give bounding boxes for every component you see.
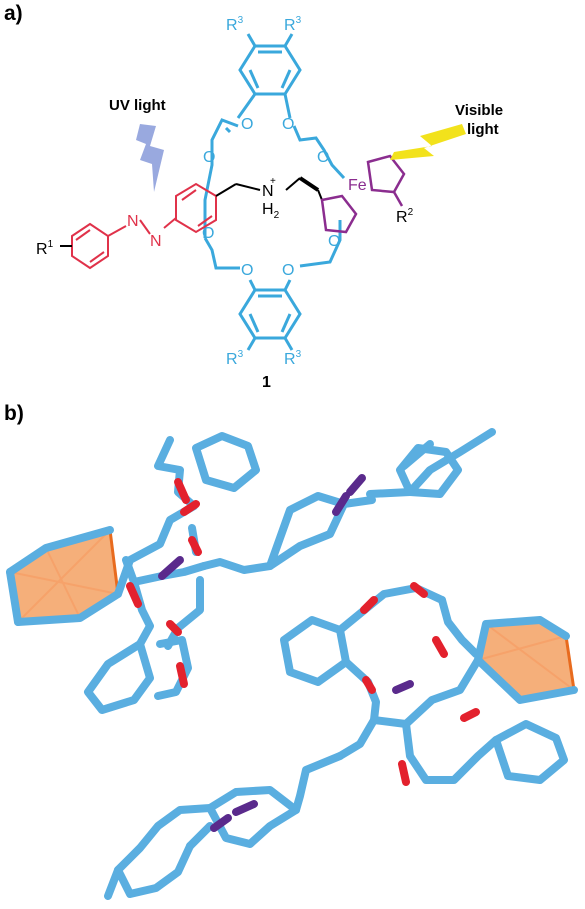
- chemical-structure-diagram: R3 R3 O O O O O O O O: [36, 15, 503, 391]
- svg-text:R3: R3: [226, 15, 244, 34]
- crystal-structure-render: [6, 428, 578, 900]
- uv-bolt-icon: [136, 124, 164, 192]
- left-molecule-heteroatoms: [126, 474, 366, 688]
- oxygen-bottom-left: O: [241, 262, 253, 279]
- r3-bottom-right-sup: 3: [296, 349, 302, 360]
- r2-label: R2: [396, 207, 414, 226]
- right-molecule-heteroatoms: [210, 582, 480, 832]
- oxygen-bottom-right: O: [282, 262, 294, 279]
- compound-number: 1: [262, 374, 271, 391]
- uv-light-label: UV light: [109, 97, 166, 114]
- r3-bottom-left: R: [226, 351, 238, 368]
- iron-cage-left: [6, 526, 122, 626]
- r3-top-left: R: [226, 17, 238, 34]
- oxygen-top-left: O: [241, 116, 253, 133]
- iron-cage-right: [474, 616, 578, 704]
- r3-top-right-sup: 3: [296, 15, 302, 26]
- top-r3-labels: R3 R3: [226, 15, 302, 34]
- svg-text:R3: R3: [284, 15, 302, 34]
- ammonium-h: H2: [262, 201, 280, 221]
- bottom-crown-chain: [203, 220, 342, 270]
- r1-label: R1: [36, 239, 54, 258]
- panel-label-a: a): [4, 2, 23, 25]
- azo-n2: N: [150, 233, 162, 250]
- ammonium-linker: [215, 176, 323, 201]
- r3-bottom-right: R: [284, 351, 296, 368]
- svg-text:R3: R3: [284, 349, 302, 368]
- oxygen-left-upper: O: [203, 149, 215, 166]
- visible-light-label-line1: Visible: [455, 102, 503, 119]
- top-benzo-ring: [236, 33, 302, 119]
- bottom-benzo-ring: [238, 279, 302, 351]
- azobenzene-unit: [71, 182, 217, 270]
- iron-label: Fe: [348, 177, 367, 194]
- visible-light-label-line2: light: [467, 121, 499, 138]
- r3-bottom-left-sup: 3: [238, 349, 244, 360]
- r3-top-right: R: [284, 17, 296, 34]
- oxygen-top-right: O: [282, 116, 294, 133]
- ferrocene-unit: [320, 154, 406, 234]
- svg-text:R3: R3: [226, 349, 244, 368]
- visible-bolt-icon: [390, 124, 466, 160]
- oxygen-left-lower: O: [202, 225, 214, 242]
- panel-label-b: b): [4, 402, 24, 425]
- top-crown-chain: [203, 118, 346, 238]
- oxygen-right-upper: O: [317, 149, 329, 166]
- r3-top-left-sup: 3: [238, 15, 244, 26]
- ammonium-n: N: [262, 183, 274, 200]
- ammonium-charge: +: [270, 176, 276, 187]
- oxygen-right-lower: O: [328, 233, 340, 250]
- azo-n1: N: [127, 213, 139, 230]
- bottom-r3-labels: R3 R3: [226, 349, 302, 368]
